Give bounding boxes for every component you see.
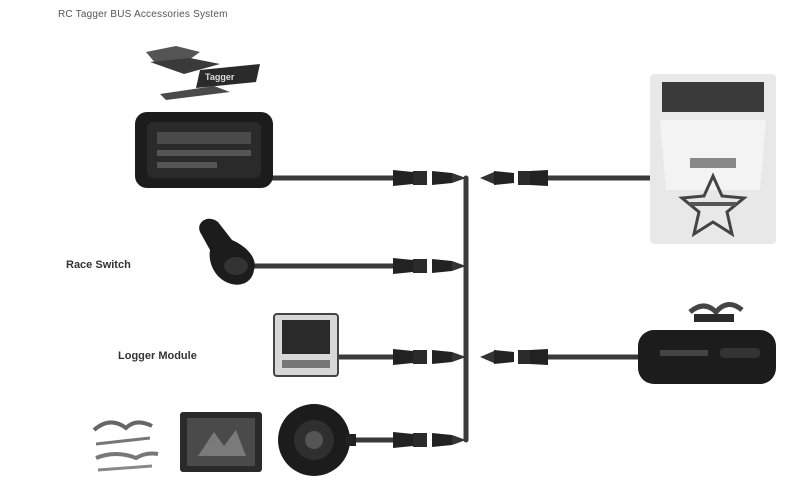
connector-right-middle	[480, 349, 548, 365]
connector-row-4	[393, 432, 466, 448]
display-logo-icon: Tagger	[146, 46, 260, 100]
tagger-box-icon	[650, 74, 776, 244]
star-emblem-icon	[678, 172, 748, 238]
connector-row-1	[393, 170, 466, 186]
connector-row-2	[393, 258, 466, 274]
logger-module-icon	[273, 313, 339, 377]
antenna-logo-icon	[688, 302, 744, 322]
camera-brand-logo-icon	[92, 420, 159, 472]
connector-row-3	[393, 349, 466, 365]
logger-module-label: Logger Module	[118, 350, 197, 362]
display-unit-icon: Tagger	[135, 46, 273, 188]
diagram-title: RC Tagger BUS Accessories System	[58, 9, 228, 20]
cable-network	[252, 175, 658, 443]
antenna-unit-icon	[638, 302, 776, 384]
race-switch-icon	[199, 218, 255, 285]
connector-right-top	[480, 170, 548, 186]
camera-screen-icon	[180, 412, 262, 472]
svg-text:Tagger: Tagger	[205, 72, 235, 82]
race-switch-label: Race Switch	[66, 259, 131, 271]
camera-icon	[278, 404, 356, 476]
